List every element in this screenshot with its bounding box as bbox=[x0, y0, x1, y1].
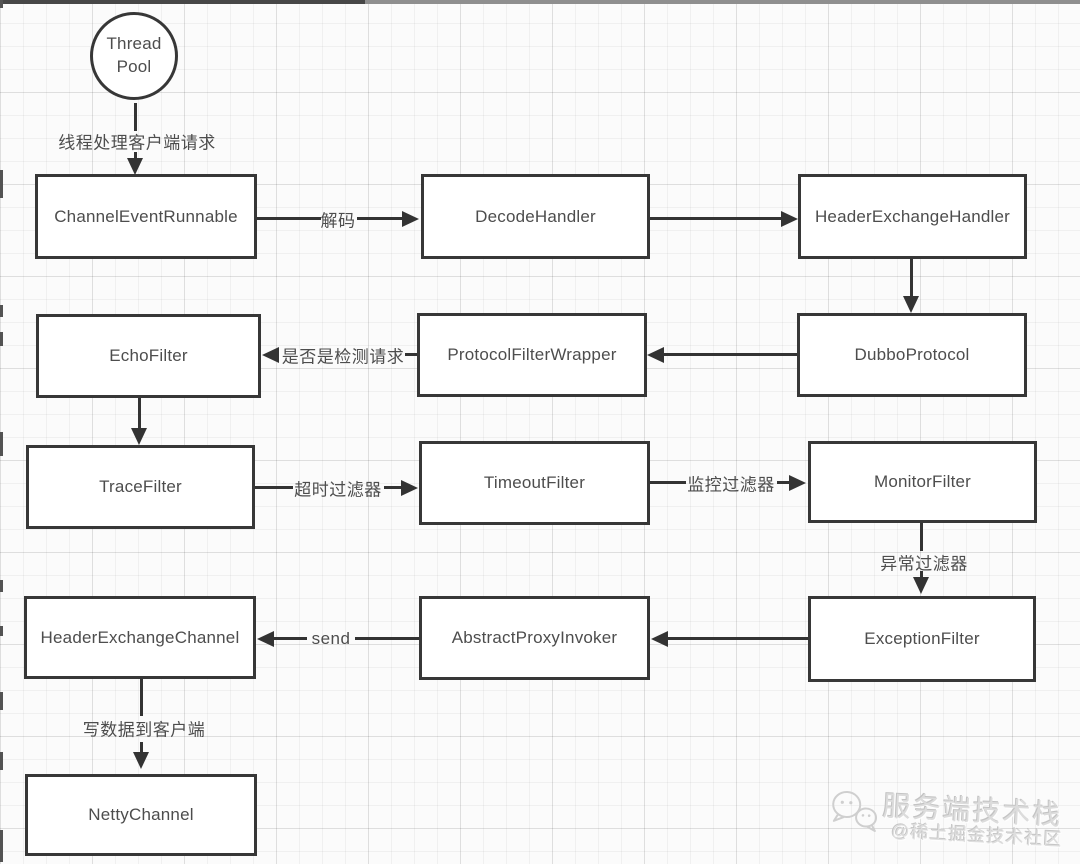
node-echo-filter: EchoFilter bbox=[36, 314, 261, 398]
window-left-border-tick bbox=[0, 752, 3, 770]
node-monitor-filter: MonitorFilter bbox=[808, 441, 1037, 523]
arrow-hec-to-netty bbox=[140, 679, 143, 716]
watermark: 服务端技术栈 @稀土掘金技术社区 bbox=[824, 782, 1077, 861]
arrow-cer-to-decode bbox=[257, 217, 321, 220]
edge-label-monitor: 监控过滤器 bbox=[687, 475, 775, 495]
node-channel-event-runnable: ChannelEventRunnable bbox=[35, 174, 257, 259]
arrow-pfw-to-echo bbox=[405, 353, 417, 356]
window-left-border-tick bbox=[0, 626, 3, 636]
chat-bubbles-icon bbox=[832, 791, 878, 833]
arrow-monitor-to-exception bbox=[920, 523, 923, 551]
arrowhead-left-icon bbox=[647, 347, 664, 363]
arrowhead-down-icon bbox=[913, 577, 929, 594]
node-abstract-proxy-invoker: AbstractProxyInvoker bbox=[419, 596, 650, 680]
edge-label-timeout: 超时过滤器 bbox=[294, 480, 382, 500]
window-left-border-tick bbox=[0, 170, 3, 198]
arrow-thread-to-cer bbox=[134, 152, 137, 158]
arrowhead-left-icon bbox=[262, 347, 279, 363]
node-netty-channel: NettyChannel bbox=[25, 774, 257, 856]
edge-label-send: send bbox=[311, 629, 351, 648]
node-header-exchange-channel: HeaderExchangeChannel bbox=[24, 596, 256, 679]
window-left-border-tick bbox=[0, 830, 3, 862]
edge-label-decode: 解码 bbox=[320, 211, 356, 231]
arrow-api-to-hec bbox=[274, 637, 307, 640]
window-left-border-tick bbox=[0, 0, 3, 8]
window-left-border-tick bbox=[0, 432, 3, 456]
window-left-border-tick bbox=[0, 692, 3, 710]
node-dubbo-protocol: DubboProtocol bbox=[797, 313, 1027, 397]
node-header-exchange-handler: HeaderExchangeHandler bbox=[798, 174, 1027, 259]
arrowhead-left-icon bbox=[651, 631, 668, 647]
window-left-border-tick bbox=[0, 305, 3, 317]
node-decode-handler: DecodeHandler bbox=[421, 174, 650, 259]
arrowhead-right-icon bbox=[789, 475, 806, 491]
arrowhead-left-icon bbox=[257, 631, 274, 647]
arrow-trace-to-timeout bbox=[384, 486, 401, 489]
node-protocol-filter-wrapper: ProtocolFilterWrapper bbox=[417, 313, 647, 397]
arrowhead-right-icon bbox=[781, 211, 798, 227]
edge-label-echo-check: 是否是检测请求 bbox=[281, 347, 405, 367]
edge-label-exception: 异常过滤器 bbox=[880, 554, 968, 574]
edge-label-thread-to-cer: 线程处理客户端请求 bbox=[58, 133, 216, 153]
arrow-monitor-to-exception bbox=[920, 571, 923, 577]
arrow-hec-to-netty bbox=[140, 742, 143, 752]
arrow-heh-to-dubbo bbox=[910, 259, 913, 297]
arrow-api-to-hec bbox=[355, 637, 419, 640]
window-left-border-tick bbox=[0, 332, 3, 346]
node-exception-filter: ExceptionFilter bbox=[808, 596, 1036, 682]
arrow-echo-to-trace bbox=[138, 398, 141, 429]
arrow-decode-to-heh bbox=[650, 217, 782, 220]
arrowhead-right-icon bbox=[401, 480, 418, 496]
window-top-border bbox=[0, 0, 1080, 4]
arrowhead-down-icon bbox=[131, 428, 147, 445]
arrow-timeout-to-monitor bbox=[650, 481, 686, 484]
arrow-trace-to-timeout bbox=[255, 486, 293, 489]
arrow-thread-to-cer bbox=[134, 103, 137, 131]
arrowhead-down-icon bbox=[133, 752, 149, 769]
arrow-dubbo-to-pfw bbox=[664, 353, 797, 356]
edge-label-write-client: 写数据到客户端 bbox=[82, 720, 206, 740]
arrow-timeout-to-monitor bbox=[777, 481, 789, 484]
node-trace-filter: TraceFilter bbox=[26, 445, 255, 529]
node-timeout-filter: TimeoutFilter bbox=[419, 441, 650, 525]
arrow-cer-to-decode bbox=[357, 217, 402, 220]
arrowhead-down-icon bbox=[903, 296, 919, 313]
arrow-exception-to-api bbox=[668, 637, 808, 640]
node-thread-pool: Thread Pool bbox=[90, 12, 178, 100]
window-left-border-tick bbox=[0, 580, 3, 592]
arrowhead-right-icon bbox=[402, 211, 419, 227]
arrowhead-down-icon bbox=[127, 158, 143, 175]
